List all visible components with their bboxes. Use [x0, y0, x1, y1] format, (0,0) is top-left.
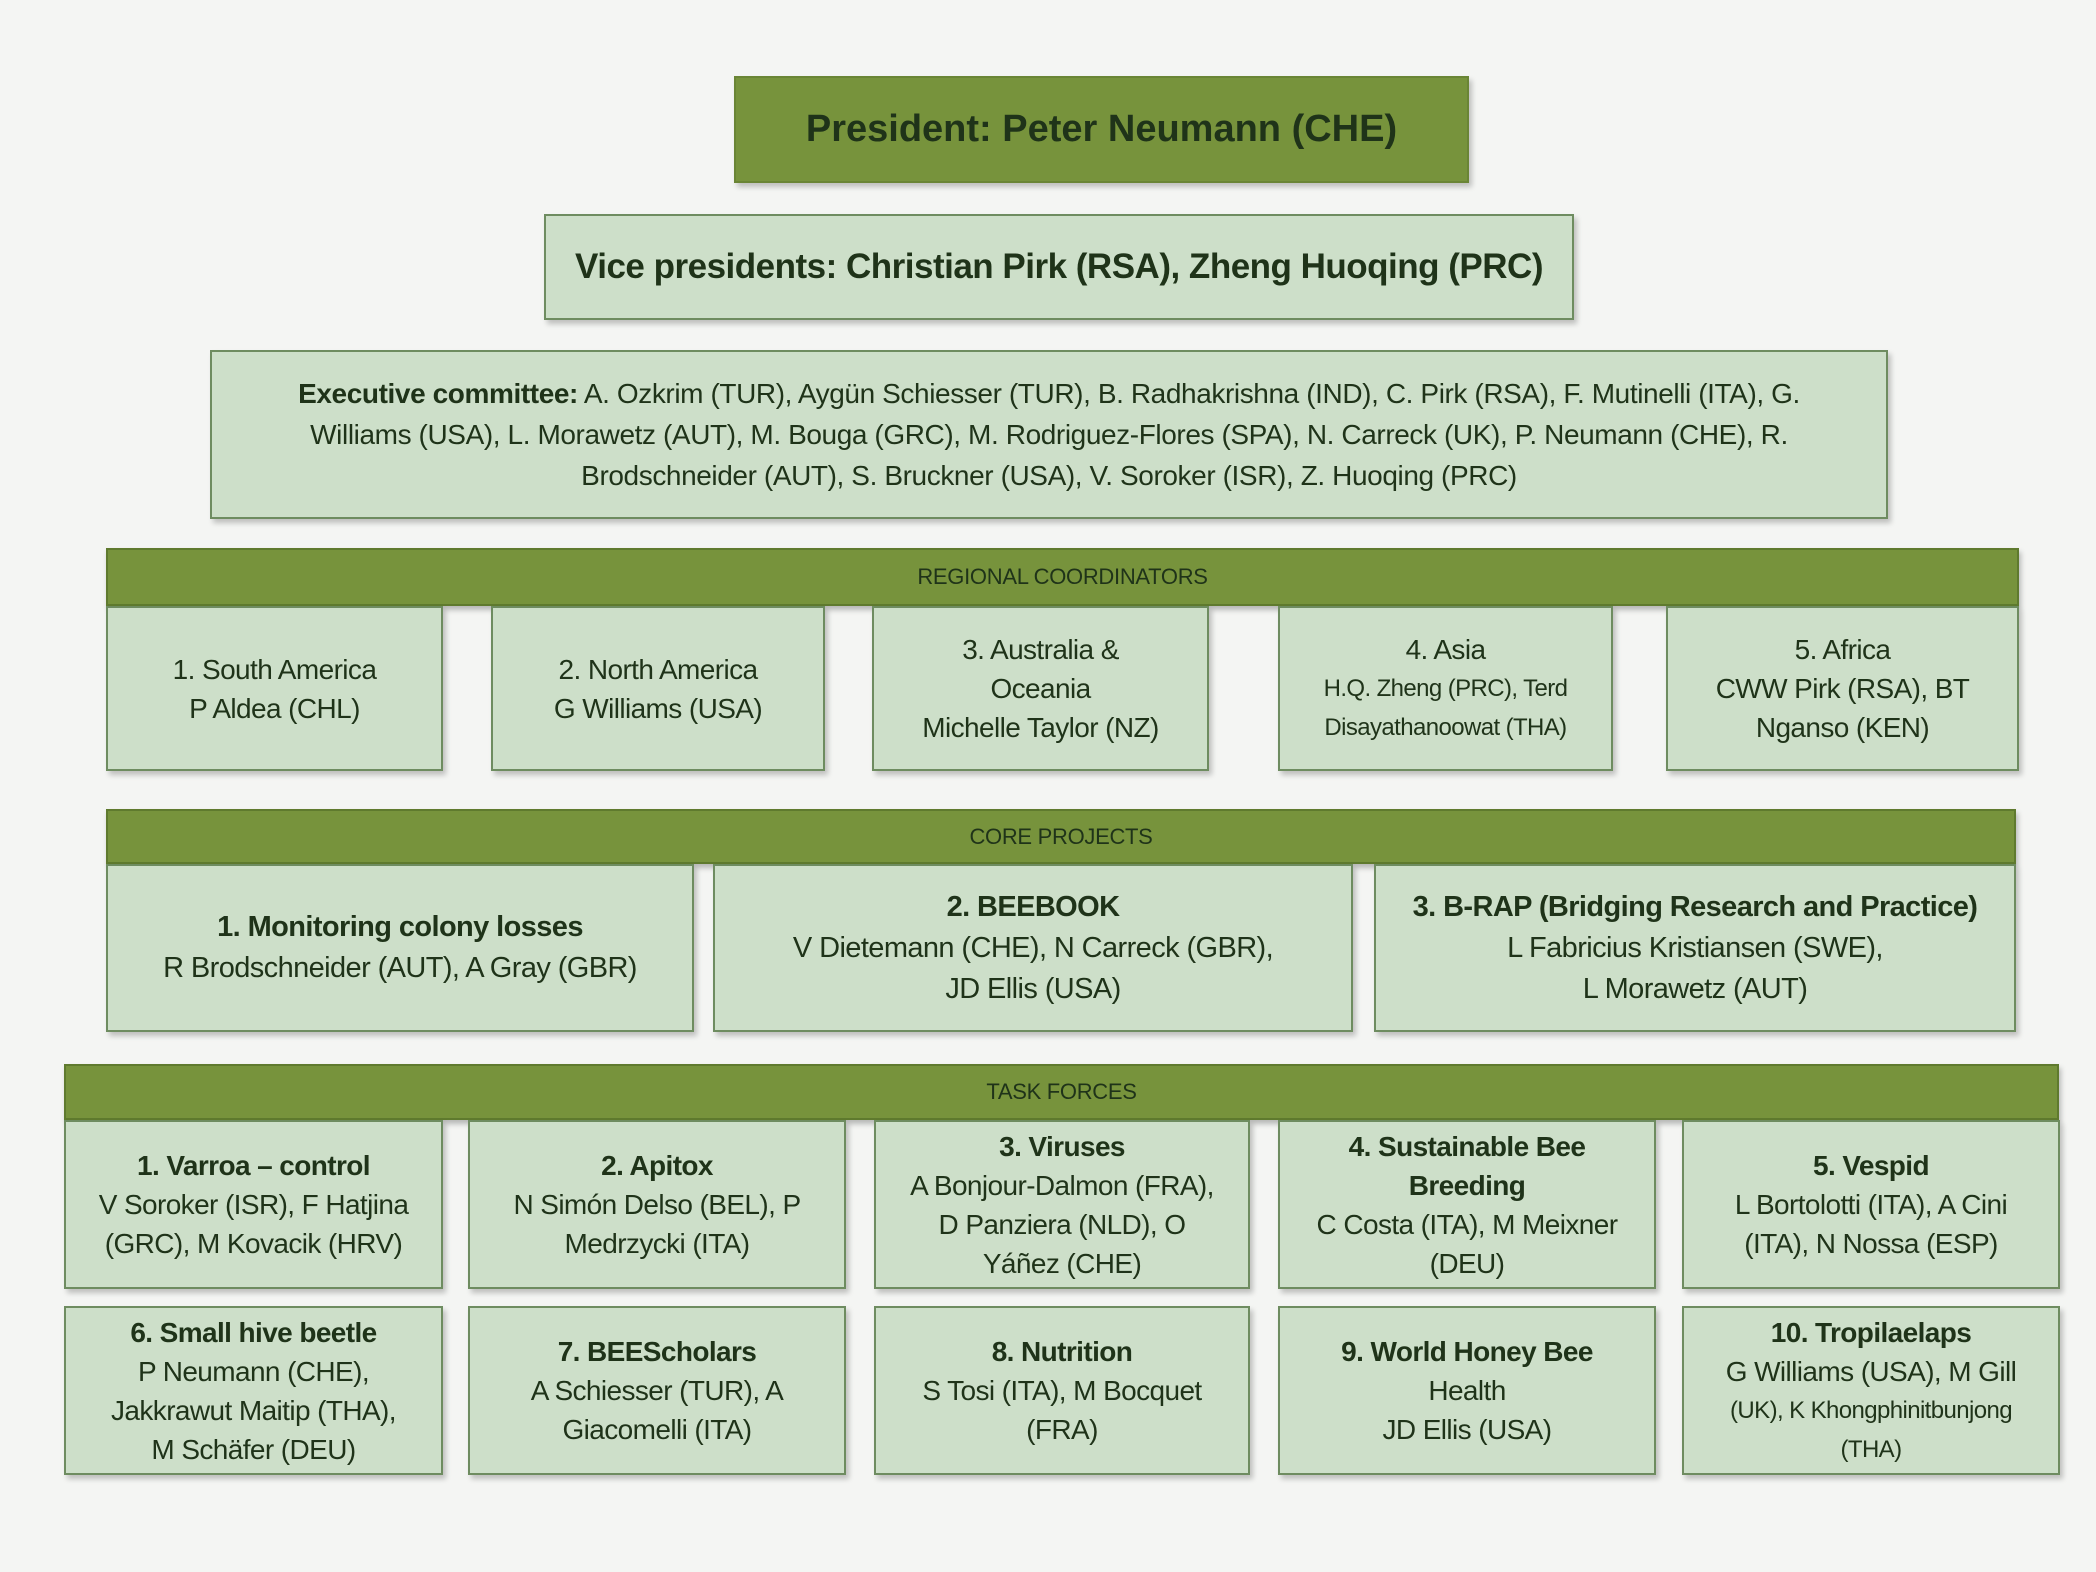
regional-coordinator-box: 2. North America G Williams (USA) — [491, 606, 825, 771]
task-force-leads: (UK), K Khongphinitbunjong — [1730, 1396, 2013, 1424]
task-force-leads: P Neumann (CHE), — [137, 1355, 370, 1387]
task-force-leads: C Costa (ITA), M Meixner — [1316, 1208, 1619, 1240]
coordinator-names: Michelle Taylor (NZ) — [922, 712, 1159, 743]
task-force-leads: V Soroker (ISR), F Hatjina — [98, 1189, 409, 1220]
task-force-title: 4. Sustainable Bee Breeding — [1348, 1130, 1586, 1201]
task-force-title: 9. World Honey Bee — [1341, 1336, 1593, 1367]
core-project-box: 1. Monitoring colony losses R Brodschneid… — [106, 864, 694, 1032]
task-force-box: 3. Viruses A Bonjour-Dalmon (FRA), D Panzi… — [874, 1120, 1250, 1289]
task-force-title: 3. Viruses — [999, 1130, 1125, 1162]
task-force-leads: L Bortolotti (ITA), A Cini — [1734, 1189, 2008, 1220]
task-force-title: 5. Vespid — [1813, 1150, 1930, 1181]
core-project-box: 3. B-RAP (Bridging Research and Practice… — [1374, 864, 2016, 1032]
task-force-leads: Giacomelli (ITA) — [562, 1414, 752, 1445]
task-force-box: 6. Small hive beetle P Neumann (CHE), Jakk… — [64, 1306, 443, 1475]
executive-committee-label: Executive committee: — [298, 378, 578, 409]
vice-presidents-box: Vice presidents: Christian Pirk (RSA), Z… — [544, 214, 1574, 320]
coordinator-names: G Williams (USA) — [553, 692, 763, 724]
task-force-leads: N Simón Delso (BEL), P — [513, 1189, 801, 1220]
task-force-box: 4. Sustainable Bee Breeding C Costa (ITA)… — [1278, 1120, 1656, 1289]
executive-committee-members: A. Ozkrim (TUR), Aygün Schiesser (TUR), … — [310, 378, 1800, 491]
region-name: 2. North America — [558, 653, 759, 685]
task-force-leads: (FRA) — [1026, 1414, 1098, 1445]
task-force-title: 7. BEEScholars — [557, 1336, 757, 1367]
task-force-leads: JD Ellis (USA) — [1382, 1414, 1553, 1445]
task-force-leads: S Tosi (ITA), M Bocquet — [922, 1375, 1202, 1406]
region-name: 5. Africa — [1794, 634, 1891, 665]
region-name: 3. Australia & — [962, 634, 1119, 665]
region-name: 1. South America — [172, 653, 377, 685]
task-force-box: 1. Varroa – control V Soroker (ISR), F Ha… — [64, 1120, 443, 1289]
task-force-leads: (GRC), M Kovacik (HRV) — [104, 1228, 403, 1259]
task-force-title: 1. Varroa – control — [137, 1150, 371, 1181]
coordinator-names: Disayathanoowat (THA) — [1324, 714, 1567, 741]
project-title: 3. B-RAP (Bridging Research and Practice… — [1412, 890, 1978, 923]
project-leads: L Morawetz (AUT) — [1582, 972, 1808, 1005]
coordinator-names: P Aldea (CHL) — [189, 692, 360, 724]
project-leads: R Brodschneider (AUT), A Gray (GBR) — [163, 952, 637, 984]
task-force-title: 8. Nutrition — [991, 1336, 1133, 1367]
coordinator-names: Oceania — [990, 673, 1091, 704]
task-force-title: 10. Tropilaelaps — [1770, 1316, 1972, 1348]
president-box: President: Peter Neumann (CHE) — [734, 76, 1469, 183]
task-force-leads: D Panziera (NLD), O — [938, 1208, 1186, 1240]
task-force-leads: Medrzycki (ITA) — [564, 1228, 751, 1259]
task-force-title: 2. Apitox — [601, 1150, 713, 1181]
task-force-leads: Jakkrawut Maitip (THA), — [111, 1394, 397, 1426]
task-force-box: 10. Tropilaelaps G Williams (USA), M Gill… — [1682, 1306, 2060, 1475]
regional-coordinators-header: REGIONAL COORDINATORS — [106, 548, 2019, 606]
task-force-leads: (ITA), N Nossa (ESP) — [1744, 1228, 1998, 1259]
vice-presidents-label: Vice presidents: Christian Pirk (RSA), Z… — [575, 247, 1543, 286]
task-force-leads: A Bonjour-Dalmon (FRA), — [910, 1169, 1214, 1201]
core-projects-header: CORE PROJECTS — [106, 809, 2016, 864]
task-force-leads: Health — [1428, 1375, 1506, 1406]
task-force-leads: (THA) — [1840, 1435, 1903, 1463]
project-title: 2. BEEBOOK — [946, 890, 1120, 923]
coordinator-names: H.Q. Zheng (PRC), Terd — [1323, 675, 1568, 702]
coordinator-names: Nganso (KEN) — [1755, 712, 1930, 743]
task-force-leads: A Schiesser (TUR), A — [530, 1375, 784, 1406]
task-force-box: 5. Vespid L Bortolotti (ITA), A Cini (ITA)… — [1682, 1120, 2060, 1289]
core-project-box: 2. BEEBOOK V Dietemann (CHE), N Carreck (… — [713, 864, 1353, 1032]
executive-committee-box: Executive committee: A. Ozkrim (TUR), Ay… — [210, 350, 1888, 519]
coordinator-names: CWW Pirk (RSA), BT — [1715, 673, 1970, 704]
task-force-leads: Yáñez (CHE) — [982, 1247, 1142, 1279]
task-force-leads: M Schäfer (DEU) — [151, 1433, 356, 1465]
region-name: 4. Asia — [1405, 634, 1486, 665]
task-force-leads: (DEU) — [1429, 1247, 1505, 1279]
task-force-title: 6. Small hive beetle — [130, 1316, 377, 1348]
president-label: President: Peter Neumann (CHE) — [805, 108, 1398, 150]
regional-coordinator-box: 1. South America P Aldea (CHL) — [106, 606, 443, 771]
project-leads: V Dietemann (CHE), N Carreck (GBR), — [792, 931, 1274, 964]
task-force-box: 7. BEEScholars A Schiesser (TUR), A Giacom… — [468, 1306, 846, 1475]
task-force-box: 8. Nutrition S Tosi (ITA), M Bocquet (FRA) — [874, 1306, 1250, 1475]
task-forces-header: TASK FORCES — [64, 1064, 2059, 1120]
task-force-box: 2. Apitox N Simón Delso (BEL), P Medrzycki… — [468, 1120, 846, 1289]
project-title: 1. Monitoring colony losses — [217, 911, 583, 943]
project-leads: JD Ellis (USA) — [945, 972, 1121, 1005]
project-leads: L Fabricius Kristiansen (SWE), — [1507, 931, 1883, 964]
task-force-leads: G Williams (USA), M Gill — [1725, 1355, 2017, 1387]
